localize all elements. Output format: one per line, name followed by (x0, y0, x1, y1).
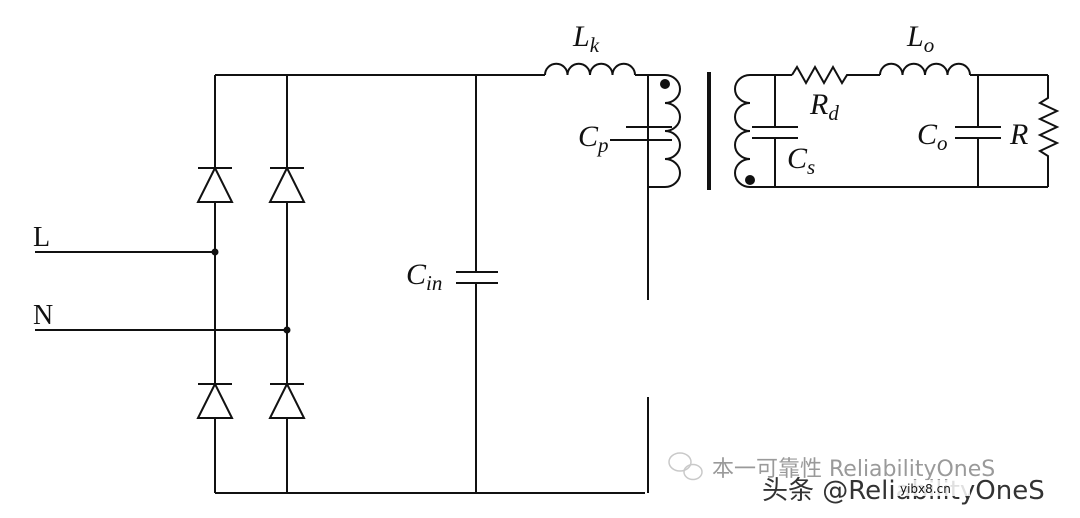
terminal-l-label: L (33, 222, 50, 253)
rd-label-main: R (809, 88, 828, 121)
secondary-winding (734, 74, 770, 188)
rd-label-sub: d (828, 101, 839, 125)
lo-label-sub: o (924, 33, 935, 57)
inductor-lk (544, 62, 648, 76)
wechat-icon (668, 452, 703, 481)
co-label: Co (917, 118, 948, 155)
bridge-rectifier: L N (33, 74, 645, 494)
resistor-rd (791, 64, 880, 86)
inductor-lo (879, 62, 1048, 76)
primary-winding (647, 74, 681, 493)
capacitor-cs (752, 75, 798, 187)
diode-d2 (268, 165, 306, 203)
polarity-dot-secondary (745, 175, 755, 185)
junction-dot (283, 326, 291, 334)
cp-label-main: C (578, 120, 599, 153)
co-label-main: C (917, 118, 938, 151)
lo-label-main: L (906, 20, 924, 53)
watermark-line1: 本一可靠性 ReliabilityOneS (712, 457, 995, 482)
co-label-sub: o (937, 131, 948, 155)
resistor-load (1037, 75, 1060, 187)
lk-label-sub: k (590, 33, 600, 57)
watermark-badge: yibx8.cn (900, 482, 951, 496)
capacitor-cp (610, 126, 672, 141)
diode-d3 (196, 381, 234, 419)
r-load-label: R (1009, 118, 1028, 151)
lo-label: Lo (906, 20, 934, 57)
cin-label-main: C (406, 258, 427, 291)
cin-label: Cin (406, 258, 442, 295)
diode-d4 (268, 381, 306, 419)
watermark-badge-bg (895, 480, 970, 496)
capacitor-cin (456, 75, 498, 493)
junction-dot (211, 248, 219, 256)
lk-label-main: L (572, 20, 590, 53)
cin-label-sub: in (426, 271, 442, 295)
terminal-n-label: N (33, 300, 53, 331)
cp-label-sub: p (596, 133, 609, 157)
cs-label: Cs (787, 142, 815, 179)
diode-d1 (196, 165, 234, 203)
cp-label: Cp (578, 120, 609, 157)
polarity-dot-primary (660, 79, 670, 89)
cs-label-sub: s (807, 155, 815, 179)
lk-label: Lk (572, 20, 600, 57)
watermark: 本一可靠性 ReliabilityOneS 头条 @ReliabilityOne… (668, 452, 1045, 506)
capacitor-co (955, 75, 1001, 187)
rd-label: Rd (809, 88, 839, 125)
cs-label-main: C (787, 142, 808, 175)
